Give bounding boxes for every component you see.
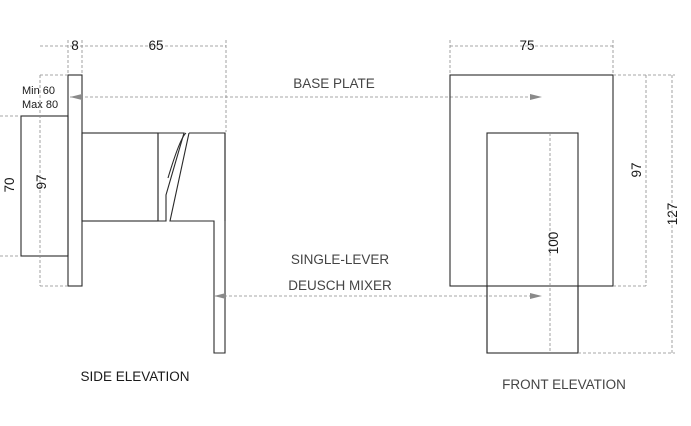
lever-side xyxy=(169,132,226,354)
lever-curve-side xyxy=(167,132,187,179)
front-elevation-title: FRONT ELEVATION xyxy=(502,377,626,392)
dim-depth-min: Min 60 xyxy=(22,85,55,97)
mixer-label-line1: SINGLE-LEVER xyxy=(291,252,390,267)
dim-front-width: 75 xyxy=(519,38,534,53)
side-elevation-title: SIDE ELEVATION xyxy=(80,369,189,384)
mixer-arrow-right xyxy=(530,293,542,299)
base-plate-front xyxy=(449,74,614,287)
lever-head-side xyxy=(157,132,185,222)
mixer-body-side xyxy=(81,132,159,222)
mixer-arrow-left xyxy=(214,293,226,299)
mixer-label-line2: DEUSCH MIXER xyxy=(288,278,392,293)
dim-body-depth: 65 xyxy=(148,38,163,53)
lever-upper-side xyxy=(189,132,226,221)
dim-height-inner: 97 xyxy=(34,174,49,189)
base-plate-arrow-right xyxy=(530,94,542,100)
base-plate-arrow-left xyxy=(70,94,82,100)
base-plate-label: BASE PLATE xyxy=(293,76,375,91)
front-elevation: 75 97 127 100 FRONT ELEVATION xyxy=(449,38,680,392)
dim-height-outer: 70 xyxy=(2,177,17,192)
dim-front-overall-height: 127 xyxy=(665,203,680,226)
callouts: BASE PLATE SINGLE-LEVER DEUSCH MIXER xyxy=(70,76,542,299)
dim-plate-thickness: 8 xyxy=(71,38,79,53)
dim-front-plate-height: 97 xyxy=(629,162,644,177)
base-plate-side xyxy=(67,74,83,287)
dim-lever-height: 100 xyxy=(546,232,561,255)
lever-front xyxy=(486,132,579,354)
side-elevation: 8 65 Min 60 Max 80 70 97 SIDE ELEVATION xyxy=(0,38,227,384)
